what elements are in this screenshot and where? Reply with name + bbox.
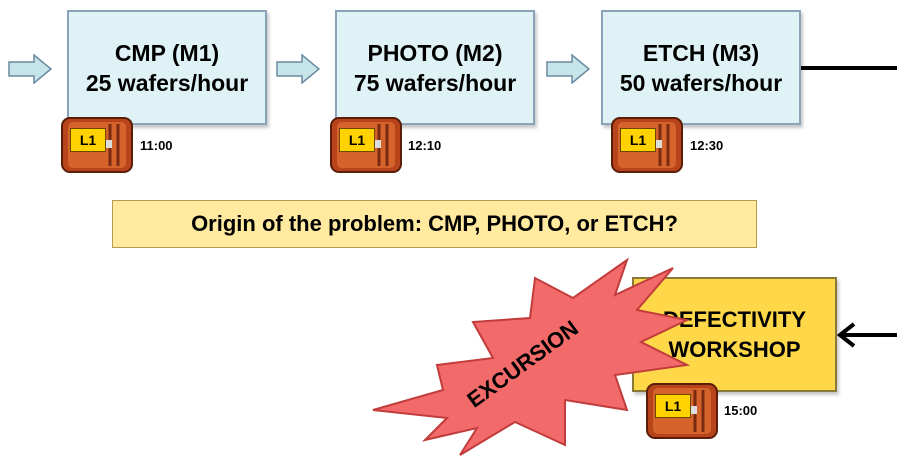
timestamp: 12:30 bbox=[690, 138, 724, 153]
defectivity-workshop-box: DEFECTIVITY WORKSHOP bbox=[632, 277, 837, 392]
lot-label: L1 bbox=[620, 128, 656, 152]
machine-name: PHOTO (M2) bbox=[367, 39, 503, 66]
output-line bbox=[801, 66, 897, 70]
arrow-left-icon bbox=[836, 322, 897, 348]
machine-rate: 50 wafers/hour bbox=[619, 69, 783, 96]
explosion-burst-icon: EXCURSION bbox=[372, 257, 691, 456]
machine-name: CMP (M1) bbox=[114, 39, 220, 66]
block-arrow-right-icon bbox=[8, 54, 52, 84]
block-arrow-right-icon bbox=[546, 54, 590, 84]
machine-rate: 75 wafers/hour bbox=[353, 69, 517, 96]
wafer-carrier-icon: L1 bbox=[58, 112, 136, 178]
machine-rate: 25 wafers/hour bbox=[85, 69, 249, 96]
lot-label: L1 bbox=[339, 128, 375, 152]
lot-label: L1 bbox=[70, 128, 106, 152]
machine-cmp-box: CMP (M1) 25 wafers/hour bbox=[67, 10, 267, 125]
wafer-carrier-icon: L1 bbox=[643, 378, 721, 444]
timestamp: 11:00 bbox=[140, 138, 173, 153]
workshop-line2: WORKSHOP bbox=[668, 336, 801, 362]
wafer-carrier-icon: L1 bbox=[608, 112, 686, 178]
machine-etch-box: ETCH (M3) 50 wafers/hour bbox=[601, 10, 801, 125]
lot-label: L1 bbox=[655, 394, 691, 418]
timestamp: 12:10 bbox=[408, 138, 442, 153]
machine-name: ETCH (M3) bbox=[642, 39, 760, 66]
machine-photo-box: PHOTO (M2) 75 wafers/hour bbox=[335, 10, 535, 125]
timestamp: 15:00 bbox=[724, 403, 758, 418]
wafer-carrier-icon: L1 bbox=[327, 112, 405, 178]
question-box: Origin of the problem: CMP, PHOTO, or ET… bbox=[112, 200, 757, 248]
block-arrow-right-icon bbox=[276, 54, 320, 84]
